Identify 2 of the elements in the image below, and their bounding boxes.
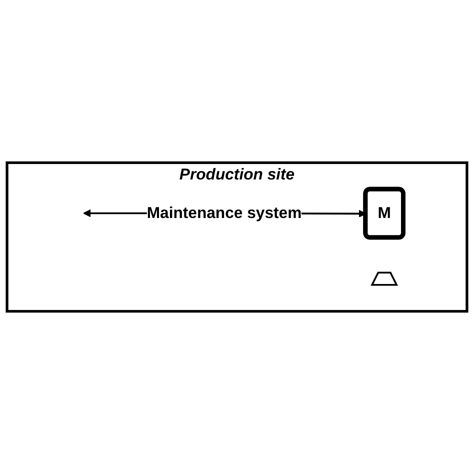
edge-label: Maintenance system	[146, 204, 302, 222]
node-trapezoid	[370, 272, 398, 286]
